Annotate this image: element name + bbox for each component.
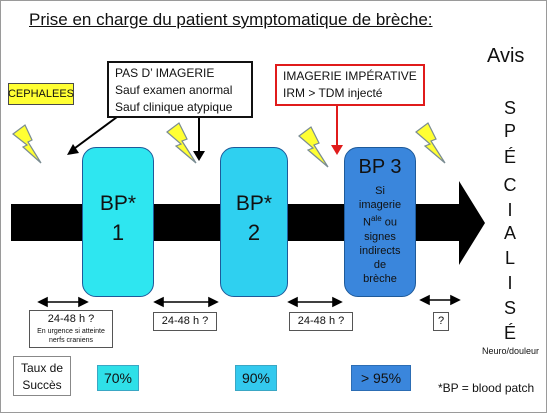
bp3-desc-ou: ou bbox=[381, 216, 397, 229]
specialist-letter-9: É bbox=[503, 323, 516, 343]
specialist-letter-0: S bbox=[503, 98, 516, 118]
success-rate-bp1: 70% bbox=[97, 365, 139, 391]
interval-box-4: ? bbox=[433, 312, 449, 331]
success-rate-bp2: 90% bbox=[235, 365, 277, 391]
callout-pointer-left-head bbox=[67, 144, 79, 155]
bp3-desc-line7: brèche bbox=[363, 272, 397, 285]
bp3-condition: Si imagerie Nale ou signes indirects de … bbox=[345, 184, 415, 286]
specialist-letter-6: L bbox=[504, 248, 515, 268]
bp3-desc-ale: ale bbox=[370, 214, 382, 223]
bp2-number: 2 bbox=[247, 220, 261, 245]
page-title: Prise en charge du patient symptomatique… bbox=[29, 10, 433, 29]
callout-no-imaging-line3: Sauf clinique atypique bbox=[115, 100, 233, 114]
callout-imaging-required: IMAGERIE IMPÉRATIVE IRM > TDM injecté bbox=[275, 64, 425, 106]
interval-1-main: 24-48 h ? bbox=[47, 313, 95, 325]
symptom-badge-cephalees: CEPHALEES bbox=[8, 83, 74, 105]
bp3-desc-line5: indirects bbox=[359, 244, 401, 257]
interval-1-note: En urgence si atteinte nerfs craniens bbox=[37, 328, 105, 344]
interval-arrow-1 bbox=[37, 296, 89, 308]
lightning-icon-1 bbox=[12, 124, 42, 164]
specialist-letter-5: A bbox=[503, 223, 516, 243]
lightning-icon-3 bbox=[298, 126, 329, 168]
blood-patch-step-1: BP* 1 bbox=[82, 147, 154, 297]
callout-pointer-mid-head bbox=[193, 151, 205, 161]
interval-arrow-3 bbox=[287, 296, 343, 308]
interval-box-3: 24-48 h ? bbox=[289, 312, 353, 331]
success-rate-label: Taux de Succès bbox=[13, 356, 71, 396]
bp3-desc-line6: de bbox=[373, 258, 387, 271]
callout-no-imaging-line2: Sauf examen anormal bbox=[115, 83, 233, 97]
interval-box-2: 24-48 h ? bbox=[153, 312, 217, 331]
specialist-letter-8: S bbox=[503, 298, 516, 318]
callout-imaging-line1: IMAGERIE IMPÉRATIVE bbox=[283, 69, 417, 83]
bp3-desc-line4: signes bbox=[364, 230, 396, 243]
bp3-desc-line2: imagerie bbox=[358, 199, 402, 211]
specialist-letter-3: C bbox=[503, 175, 517, 195]
footnote: *BP = blood patch bbox=[438, 381, 535, 395]
lightning-icon-4 bbox=[415, 122, 446, 164]
specialist-letter-4: I bbox=[507, 200, 513, 220]
blood-patch-step-3: BP 3 Si imagerie Nale ou signes indirect… bbox=[344, 147, 416, 297]
imaging-pointer-head bbox=[331, 145, 343, 155]
specialist-letter-7: I bbox=[507, 273, 513, 293]
bp3-label: BP 3 bbox=[358, 156, 402, 178]
success-label-line1: Taux de bbox=[20, 361, 64, 375]
interval-box-1: 24-48 h ? En urgence si atteinte nerfs c… bbox=[29, 310, 113, 348]
callout-pointer-left bbox=[70, 116, 118, 152]
callout-no-imaging-line1: PAS D’ IMAGERIE bbox=[115, 66, 215, 80]
bp3-desc-line3: Nale ou bbox=[345, 212, 415, 230]
success-label-line2: Succès bbox=[22, 378, 62, 392]
callout-imaging-line2: IRM > TDM injecté bbox=[283, 86, 383, 100]
interval-arrow-4 bbox=[419, 294, 461, 306]
bp1-number: 1 bbox=[111, 220, 125, 245]
success-rate-bp3: > 95% bbox=[351, 365, 411, 391]
bp1-label: BP* bbox=[99, 192, 137, 215]
bp2-label: BP* bbox=[235, 192, 273, 215]
specialist-letter-1: P bbox=[503, 121, 516, 141]
blood-patch-step-2: BP* 2 bbox=[220, 147, 288, 297]
callout-no-imaging: PAS D’ IMAGERIE Sauf examen anormal Sauf… bbox=[107, 61, 253, 118]
interval-arrow-2 bbox=[153, 296, 219, 308]
lightning-icon-2 bbox=[166, 122, 197, 164]
specialist-avis-label: Avis bbox=[487, 45, 525, 67]
specialist-letter-2: É bbox=[503, 147, 516, 167]
bp3-desc-n: N bbox=[363, 216, 371, 229]
bp3-desc-line1: Si bbox=[375, 185, 385, 197]
specialist-note: Neuro/douleur bbox=[482, 346, 540, 356]
